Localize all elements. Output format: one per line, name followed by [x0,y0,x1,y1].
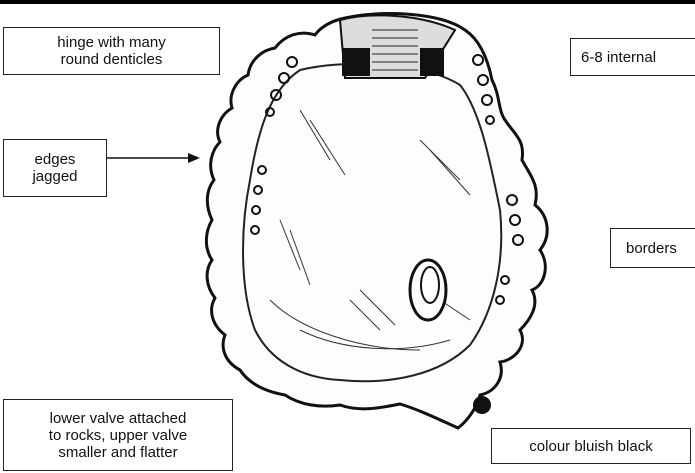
hinge-dark-block-right [420,48,444,76]
edges-arrowhead [188,153,200,163]
label-edges: edges jagged [3,139,107,197]
label-internal: 6-8 internal [570,38,695,76]
shell-knob [473,396,491,414]
hinge-dark-block-left [342,48,370,76]
label-hinge: hinge with many round denticles [3,27,220,75]
label-borders: borders [610,228,695,268]
label-lower-valve: lower valve attached to rocks, upper val… [3,399,233,471]
label-colour: colour bluish black [491,428,691,464]
muscle-scar [410,260,446,320]
